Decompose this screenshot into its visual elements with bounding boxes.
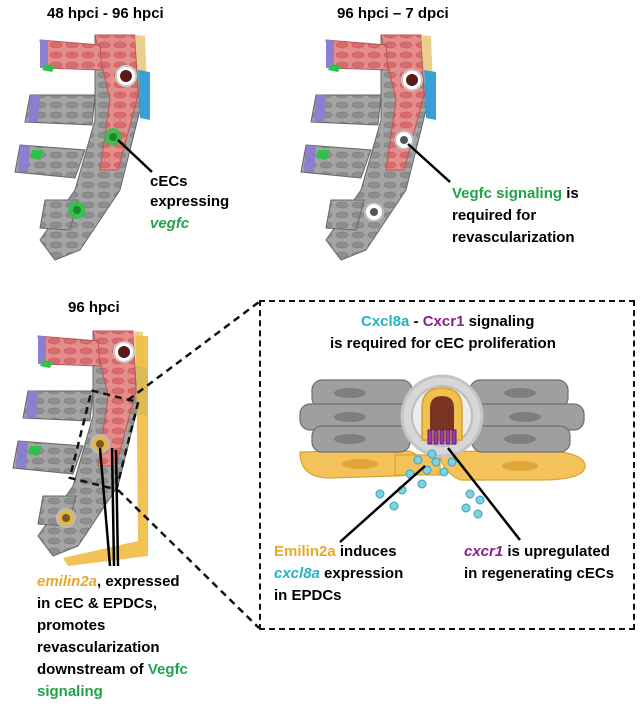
inset-title-line1: Cxcl8a - Cxcr1 signaling: [361, 312, 534, 332]
label-cxcl8a-expression: cxcl8a expression: [274, 564, 403, 584]
label-downstream-of: downstream of Vegfc: [37, 660, 188, 680]
label-revascularization: revascularization: [452, 229, 575, 246]
panel-title-top-right: 96 hpci – 7 dpci: [337, 5, 449, 22]
label-emilin2a-induces: Emilin2a induces: [274, 542, 397, 562]
title-separator: -: [409, 313, 423, 330]
vessel-tree-bottom-left: [12, 330, 149, 566]
induces-text: induces: [335, 543, 397, 560]
downstream-text: downstream of: [37, 661, 148, 678]
label-in-cec-epdcs: in cEC & EPDCs,: [37, 595, 158, 612]
label-vegfc-signaling: Vegfc signaling is: [452, 184, 579, 204]
label-vegfc: vegfc: [150, 215, 190, 232]
cxcl8a-gene-term: cxcl8a: [274, 565, 320, 582]
cxcr1-gene-term: cxcr1: [464, 543, 504, 560]
label-revascularization-2: revascularization: [37, 639, 160, 656]
vegfc-term: Vegfc: [147, 661, 188, 678]
label-in-epdcs: in EPDCs: [274, 587, 342, 604]
panel-title-top-left: 48 hpci - 96 hpci: [47, 5, 164, 22]
inset-panel: [259, 300, 635, 630]
cxcl8a-term: Cxcl8a: [361, 313, 410, 330]
inset-illustration: [299, 374, 586, 543]
vegfc-is-text: is: [562, 185, 579, 202]
vessel-tree-top-left: [14, 34, 153, 261]
cxcr1-term: Cxcr1: [422, 313, 465, 330]
signaling-text: signaling: [464, 313, 535, 330]
label-cecs: cECs: [150, 173, 188, 190]
label-required-for: required for: [452, 207, 537, 224]
panel-title-bottom-left: 96 hpci: [68, 299, 120, 316]
vessel-tree-top-right: [300, 34, 451, 261]
inset-title-line2: is required for cEC proliferation: [330, 335, 556, 352]
zoom-box: [68, 389, 140, 491]
emilin2a-protein-term: Emilin2a: [274, 543, 336, 560]
pointer-line: [117, 139, 153, 173]
label-cxcr1-upregulated: cxcr1 is upregulated: [464, 542, 610, 562]
label-expressing: expressing: [150, 193, 230, 210]
label-regenerating-cecs: in regenerating cECs: [464, 565, 615, 582]
emilin2a-term: emilin2a: [37, 573, 98, 590]
label-signaling: signaling: [37, 683, 103, 700]
upregulated-text: is upregulated: [503, 543, 610, 560]
vegfc-signaling-term: Vegfc signaling: [452, 185, 563, 202]
expressed-text: , expressed: [97, 573, 180, 590]
zoom-connector-top: [127, 300, 260, 402]
label-promotes: promotes: [37, 617, 106, 634]
label-emilin2a-expressed: emilin2a, expressed: [37, 572, 180, 592]
zoom-connector-bottom: [117, 489, 260, 629]
expression-text: expression: [319, 565, 404, 582]
